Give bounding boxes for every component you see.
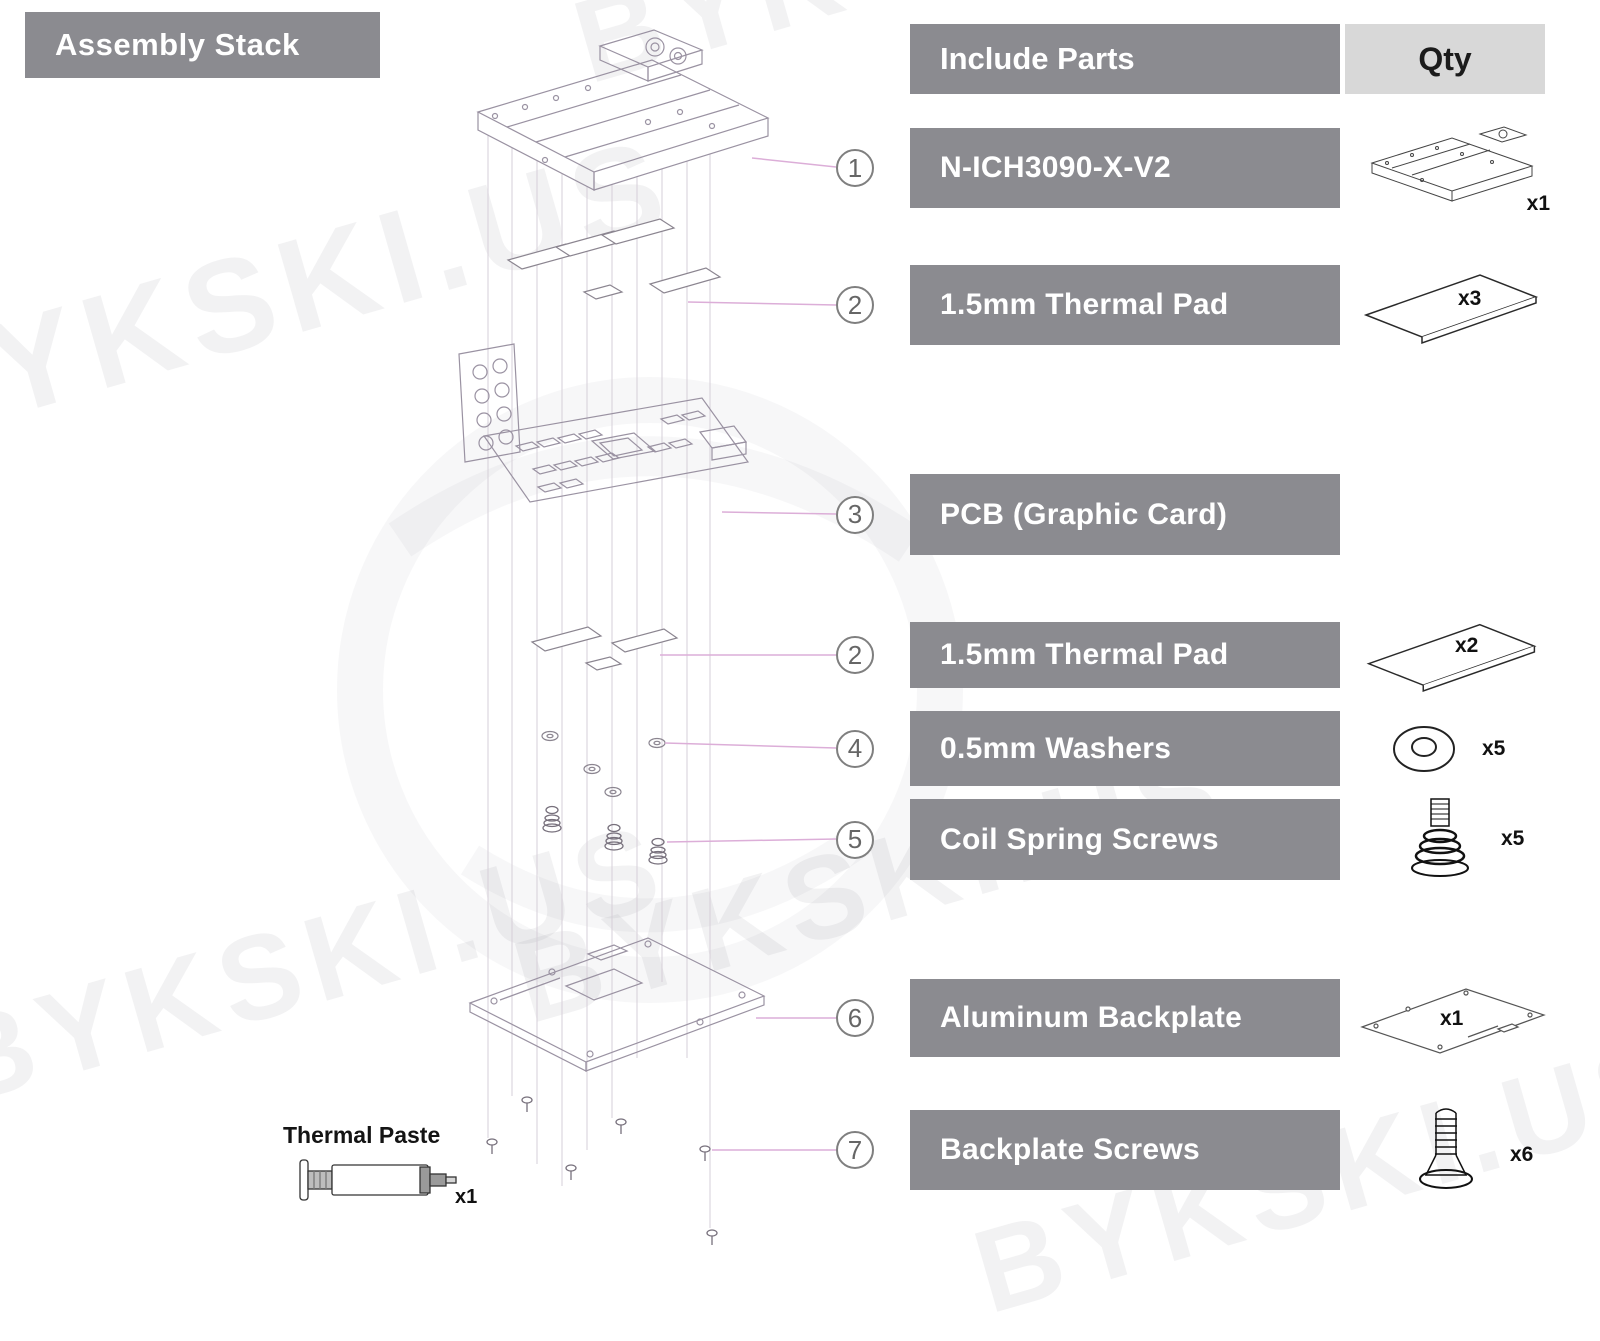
thermal-pad-icon <box>1366 623 1537 693</box>
part-label: PCB (Graphic Card) <box>940 497 1228 531</box>
parts-row-7: 6 Aluminum Backplate x1 <box>0 979 1600 1057</box>
parts-row-6: 5 Coil Spring Screws x5 <box>0 797 1600 880</box>
thermal-paste-syringe-icon <box>299 1159 457 1201</box>
part-label-box: 1.5mm Thermal Pad <box>910 265 1340 345</box>
part-label: N-ICH3090-X-V2 <box>940 151 1171 184</box>
qty-cell: x3 <box>1352 253 1552 355</box>
coil-spring-screw-icon <box>1411 797 1469 877</box>
include-parts-header: Include Parts <box>910 24 1340 94</box>
backplate-icon <box>1360 988 1546 1054</box>
callout-number-3: 3 <box>836 495 874 534</box>
callout-number-5: 5 <box>836 820 874 859</box>
parts-row-2: 2 1.5mm Thermal Pad x3 <box>0 265 1600 345</box>
parts-row-5: 4 0.5mm Washers x5 <box>0 711 1600 786</box>
qty-header-text: Qty <box>1418 40 1472 77</box>
qty-cell: x5 <box>1392 785 1557 893</box>
parts-row-8: 7 Backplate Screws x6 <box>0 1108 1600 1190</box>
callout-number-2b: 2 <box>836 636 874 674</box>
qty-cell: x1 <box>1348 969 1560 1069</box>
part-label-box: 0.5mm Washers <box>910 711 1340 786</box>
callout-number-2: 2 <box>836 286 874 324</box>
part-label: Backplate Screws <box>940 1133 1200 1166</box>
part-label-box: Backplate Screws <box>910 1110 1340 1190</box>
part-label-box: 1.5mm Thermal Pad <box>910 622 1340 688</box>
qty-cell: x6 <box>1398 1096 1563 1214</box>
qty-header: Qty <box>1345 24 1545 94</box>
washer-icon <box>1393 726 1455 772</box>
qty-value: x1 <box>1526 192 1550 215</box>
parts-row-3: 3 PCB (Graphic Card) <box>0 474 1600 555</box>
callout-number-1: 1 <box>836 149 874 187</box>
thermal-pad-icon <box>1363 274 1539 345</box>
qty-value: x6 <box>1510 1143 1534 1166</box>
part-label: 1.5mm Thermal Pad <box>940 288 1229 321</box>
qty-value: x5 <box>1501 827 1525 850</box>
qty-value: x3 <box>1458 287 1482 310</box>
qty-value: x1 <box>1440 1007 1464 1030</box>
parts-row-4: 2 1.5mm Thermal Pad x2 <box>0 622 1600 693</box>
part-label-box: N-ICH3090-X-V2 <box>910 128 1340 208</box>
page-title: Assembly Stack <box>25 12 380 78</box>
part-label: 1.5mm Thermal Pad <box>940 638 1229 671</box>
qty-cell: x2 <box>1355 602 1550 704</box>
part-label: 0.5mm Washers <box>940 731 1172 765</box>
page-title-text: Assembly Stack <box>55 27 300 62</box>
qty-cell: x5 <box>1378 713 1553 785</box>
part-label: Coil Spring Screws <box>940 822 1219 856</box>
waterblock-icon <box>1370 126 1534 202</box>
parts-row-1: 1 N-ICH3090-X-V2 x1 <box>0 126 1600 215</box>
part-label: Aluminum Backplate <box>940 1001 1243 1034</box>
screw-icon <box>1419 1108 1473 1189</box>
callout-number-7: 7 <box>836 1131 874 1169</box>
part-label-box: Aluminum Backplate <box>910 979 1340 1057</box>
qty-value: x2 <box>1455 634 1479 657</box>
callout-number-4: 4 <box>836 729 874 768</box>
thermal-paste-label: Thermal Paste <box>283 1122 441 1148</box>
thermal-paste-qty: x1 <box>455 1186 478 1208</box>
include-parts-header-text: Include Parts <box>940 41 1135 76</box>
qty-cell: x1 <box>1352 118 1552 220</box>
part-label-box: PCB (Graphic Card) <box>910 474 1340 555</box>
table-header-row: Include Parts Qty <box>0 24 1600 94</box>
callout-number-6: 6 <box>836 999 874 1037</box>
part-label-box: Coil Spring Screws <box>910 799 1340 880</box>
qty-value: x5 <box>1482 737 1506 760</box>
